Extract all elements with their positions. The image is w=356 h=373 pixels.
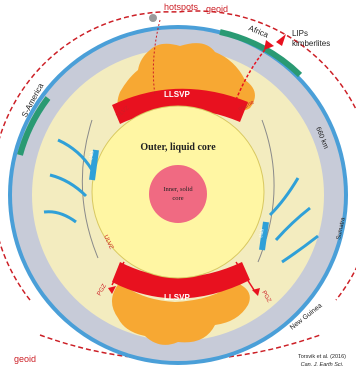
hotspot-marker [149, 14, 157, 22]
geoid-bottom-label: geoid [14, 354, 36, 364]
kimberlites-label: kimberlites [292, 39, 330, 48]
hotspots-label: hotspots [164, 2, 199, 12]
inner-core-label-line2: core [172, 195, 183, 202]
lips-arrow [276, 34, 286, 46]
llsvp-bottom-label: LLSVP [164, 293, 190, 302]
llsvp-top-label: LLSVP [164, 90, 190, 99]
inner-core-label-line1: Inner, solid [163, 186, 193, 193]
citation-line2: Can. J. Earth Sci. [301, 362, 344, 368]
lips-label: LIPs [292, 29, 308, 38]
inner-core [149, 165, 207, 223]
geoid-top-label: geoid [206, 4, 228, 14]
outer-core-label: Outer, liquid core [140, 142, 216, 153]
citation-line1: Torsvik et al. (2016) [298, 354, 346, 360]
